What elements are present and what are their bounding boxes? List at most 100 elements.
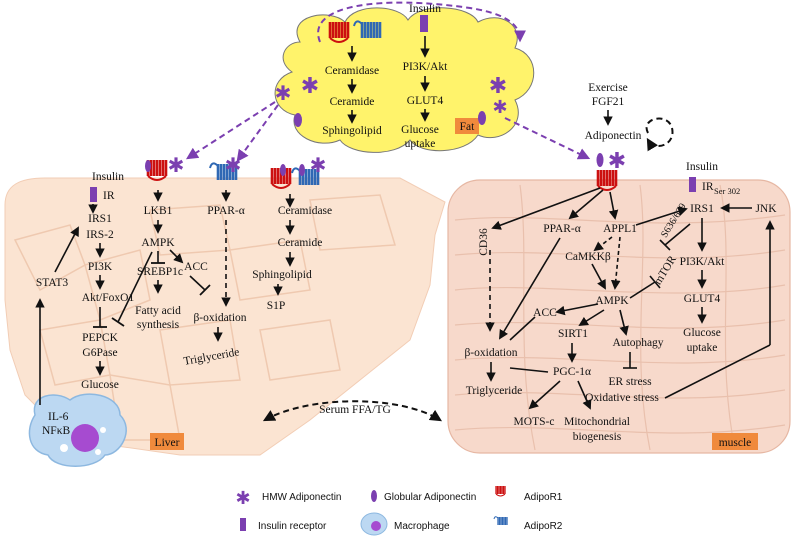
muscle-ppar-alpha: PPAR-α [543, 223, 581, 235]
muscle-region [447, 179, 791, 454]
muscle-autophagy: Autophagy [612, 337, 663, 349]
muscle-fgf21: FGF21 [592, 96, 625, 108]
muscle-mitochondrial: Mitochondrial [564, 416, 630, 428]
liver-tag-label: Liver [155, 437, 180, 449]
fat-globular-adiponectin-icon [294, 113, 302, 127]
muscle-ir-label: IR [702, 181, 714, 193]
legend-globular-icon [371, 490, 377, 502]
liver-stat3: STAT3 [36, 277, 69, 289]
liver-fatty-acid: Fatty acid [135, 305, 181, 317]
liver-akt-foxo1: Akt/FoxO1 [82, 292, 135, 304]
muscle-fiber-pattern [454, 184, 786, 451]
legend-hmw: HMW Adiponectin [262, 492, 341, 503]
muscle-camkkb: CaMKKβ [565, 251, 611, 263]
fat-sphingolipid: Sphingolipid [322, 125, 382, 137]
fat-globular-adiponectin-icon-2 [478, 111, 486, 125]
muscle-appl1: APPL1 [603, 223, 637, 235]
fat-hmw-adiponectin-icon-2: ✱ [489, 73, 507, 98]
muscle-tag-label: muscle [719, 437, 752, 449]
liver-pepck: PEPCK [82, 332, 118, 344]
fat-feedback-arrow [317, 1, 526, 43]
muscle-oxidative-stress: Oxidative stress [585, 392, 659, 404]
liver-acc: ACC [184, 261, 208, 273]
fat-uptake: uptake [405, 138, 436, 150]
liver-srebp1c: SREBP1c [137, 266, 183, 278]
muscle-ampk: AMPK [595, 295, 629, 307]
liver-insulin-receptor-icon [90, 187, 97, 202]
fat-ceramidase: Ceramidase [325, 65, 379, 77]
liver-insulin-label: Insulin [92, 171, 124, 183]
liver-hmw-adiponectin-icon-3: ✱ [310, 155, 327, 177]
muscle-beta-oxidation: β-oxidation [464, 347, 517, 359]
liver-adipor1-icon [146, 158, 168, 182]
muscle-triglyceride: Triglyceride [466, 385, 522, 397]
liver-beta-oxidation: β-oxidation [193, 312, 246, 324]
fat-insulin-label: Insulin [409, 3, 441, 15]
fat-ceramide: Ceramide [330, 96, 375, 108]
liver-sphingolipid: Sphingolipid [252, 269, 312, 281]
muscle-acc: ACC [533, 307, 557, 319]
muscle-mots-c: MOTS-c [514, 416, 555, 428]
fat-hmw-adiponectin-icon: ✱ [301, 73, 319, 98]
muscle-insulin-receptor-icon [689, 177, 696, 192]
liver-ceramidase: Ceramidase [278, 205, 332, 217]
muscle-er-stress: ER stress [608, 376, 652, 388]
liver-ppar-alpha: PPAR-α [207, 205, 245, 217]
muscle-insulin-label: Insulin [686, 161, 718, 173]
muscle-biogenesis: biogenesis [573, 431, 622, 443]
liver-s1p: S1P [267, 300, 286, 312]
fat-tag [455, 118, 479, 134]
muscle-hmw-adiponectin-icon: ✱ [608, 148, 626, 173]
fat-tag-label: Fat [460, 121, 476, 133]
muscle-sirt1: SIRT1 [558, 328, 588, 340]
legend-ir: Insulin receptor [258, 521, 327, 532]
fat-glucose: Glucose [401, 124, 439, 136]
liver-hmw-adiponectin-icon: ✱ [168, 155, 185, 177]
muscle-adiponectin-loop [645, 117, 674, 152]
muscle-irs1: IRS1 [690, 203, 714, 215]
fat-insulin-receptor-icon [420, 15, 428, 32]
muscle-globular-adiponectin-icon [596, 153, 604, 167]
muscle-pgc1a: PGC-1α [553, 366, 591, 378]
liver-lkb1: LKB1 [144, 205, 173, 217]
muscle-uptake: uptake [687, 342, 718, 354]
legend-adipor1-icon [495, 485, 506, 497]
fat-hmw-adiponectin-icon-3: ✱ [492, 97, 507, 117]
liver-irs1: IRS1 [88, 213, 112, 225]
liver-ir-label: IR [103, 190, 115, 202]
legend-r1: AdipoR1 [524, 492, 563, 503]
liver-pi3k: PI3K [88, 261, 113, 273]
legend-macrophage: Macrophage [394, 521, 450, 532]
muscle-jnk: JNK [755, 203, 777, 215]
liver-hmw-adiponectin-icon-2: ✱ [225, 155, 242, 177]
liver-ampk: AMPK [141, 237, 175, 249]
fat-glut4: GLUT4 [407, 95, 444, 107]
liver-globular-adiponectin-icon [145, 160, 151, 172]
muscle-ir-sub: Ser 302 [714, 186, 740, 196]
legend-hmw-icon: ✱ [235, 488, 250, 508]
muscle-cd36: CD36 [478, 228, 490, 256]
macrophage-nucleus [71, 424, 99, 452]
fat-hmw-adiponectin-icon-4: ✱ [275, 83, 292, 105]
muscle-exercise: Exercise [588, 82, 628, 94]
serum-label: Serum FFA/TG [319, 404, 391, 416]
legend-globular: Globular Adiponectin [384, 492, 476, 503]
fat-pi3k-akt: PI3K/Akt [403, 61, 449, 73]
muscle-adiponectin: Adiponectin [585, 130, 642, 142]
legend-insulin-receptor-icon [240, 518, 246, 531]
legend-adipor2-icon [493, 516, 508, 526]
muscle-tag [712, 433, 758, 450]
muscle-glucose: Glucose [683, 327, 721, 339]
macrophage-il6: IL-6 [48, 411, 69, 423]
muscle-glut4: GLUT4 [684, 293, 721, 305]
liver-irs2: IRS-2 [86, 229, 114, 241]
muscle-pi3k-akt: PI3K/Akt [680, 256, 726, 268]
serum-arrow [262, 400, 443, 422]
liver-synthesis: synthesis [137, 319, 180, 331]
liver-tag [150, 433, 184, 450]
macrophage-nfkb: NFκB [42, 425, 70, 437]
liver-ceramide: Ceramide [278, 237, 323, 249]
legend-r2: AdipoR2 [524, 521, 563, 532]
